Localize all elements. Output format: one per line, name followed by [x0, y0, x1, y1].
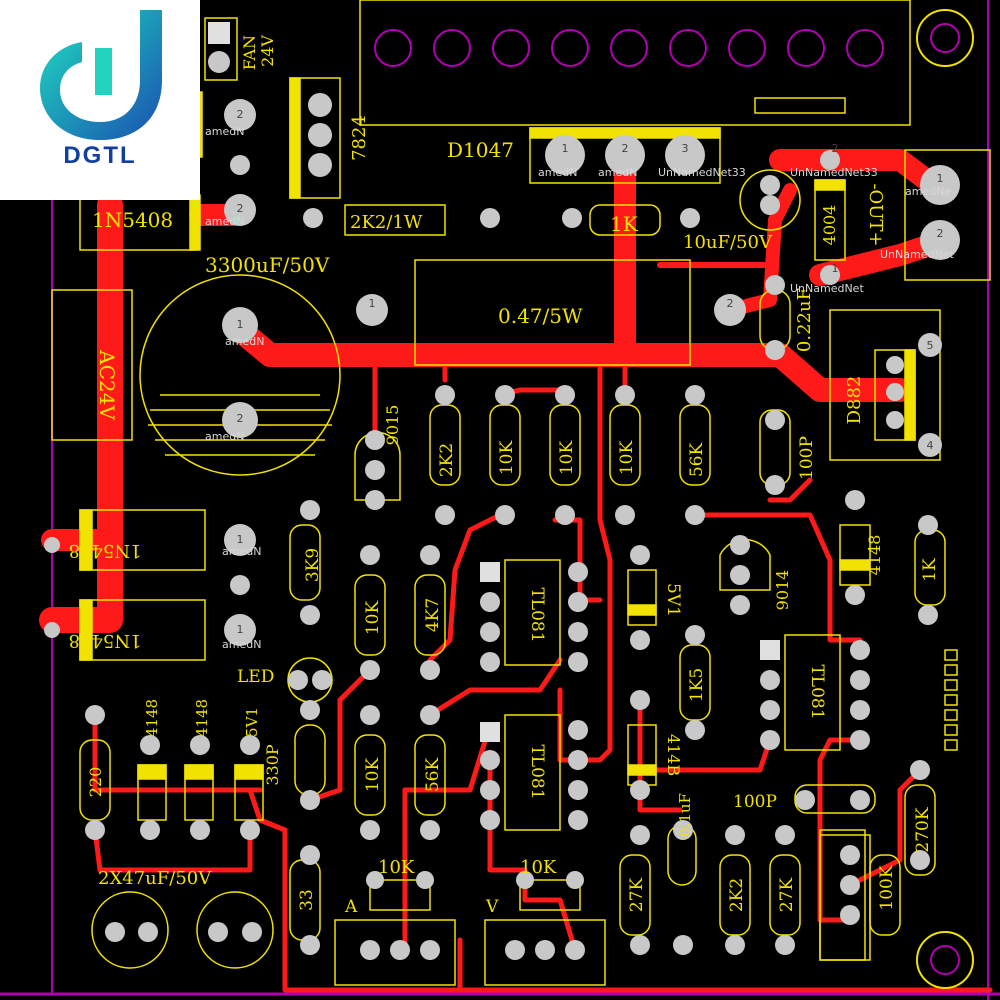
- svg-text:2: 2: [237, 412, 244, 425]
- label-1n5408-a: 1N5408: [68, 540, 141, 561]
- svg-text:2: 2: [832, 142, 839, 155]
- label-d882: D882: [844, 376, 865, 425]
- label-1k5: 1K5: [687, 668, 707, 702]
- svg-text:1: 1: [237, 623, 244, 636]
- svg-text:2: 2: [622, 142, 629, 155]
- svg-text:amedN: amedN: [225, 335, 264, 348]
- label-shunt: 0.47/5W: [498, 304, 583, 328]
- label-10k-d: 10K: [363, 601, 383, 636]
- pads: [44, 22, 960, 960]
- label-2k2-1w: 2K2/1W: [350, 212, 423, 233]
- label-9014: 9014: [773, 570, 792, 611]
- label-4k7: 4K7: [423, 598, 443, 632]
- label-27k-a: 27K: [627, 878, 647, 913]
- svg-text:UnNamedNet: UnNamedNet: [790, 282, 864, 295]
- label-5v1-b: 5V1: [243, 707, 261, 737]
- label-7824: 7824: [349, 115, 370, 161]
- label-conn-v: V: [485, 897, 499, 917]
- label-2k2-b: 2K2: [727, 878, 747, 912]
- label-5v1-a: 5V1: [663, 583, 683, 617]
- label-2x47uf: 2X47uF/50V: [98, 868, 212, 889]
- logo-text: DGTL: [63, 142, 137, 169]
- label-pot-v: 10K: [520, 857, 557, 878]
- label-10uf: 10uF/50V: [683, 232, 773, 253]
- label-4148-c: 4148: [193, 699, 211, 737]
- svg-text:amedN: amedN: [538, 166, 577, 179]
- label-tl081-c: TL081: [527, 744, 547, 799]
- label-27k-b: 27K: [777, 878, 797, 913]
- svg-text:amedN: amedN: [205, 430, 244, 443]
- svg-text:amedN: amedN: [598, 166, 637, 179]
- label-2k2-a: 2K2: [437, 443, 457, 477]
- pad-numbers: 1 2 3 2 2 1 2 1 1 1 2 1 2 5 4 2 1: [237, 108, 944, 636]
- silkscreen-outlines: [51, 0, 991, 986]
- label-tl081-a: TL081: [527, 587, 547, 642]
- svg-text:amedN: amedN: [222, 545, 261, 558]
- label-4148-b: 4148: [143, 699, 161, 737]
- label-022uf: 0.22uF: [794, 288, 815, 352]
- svg-text:2: 2: [937, 227, 944, 240]
- svg-text:amedN: amedN: [205, 215, 244, 228]
- silkscreen-labels: FAN24V 7824 D1047 1N5408 2K2/1W 1K 10uF/…: [68, 35, 940, 917]
- svg-text:UnNamedNet33: UnNamedNet33: [658, 166, 746, 179]
- mounting-holes: [916, 9, 974, 989]
- svg-text:3: 3: [682, 142, 689, 155]
- svg-text:2: 2: [727, 297, 734, 310]
- label-56k-a: 56K: [687, 443, 707, 478]
- label-270k: 270K: [913, 807, 933, 852]
- net-labels: amedN amedN UnNamedNet33 UnNamedNet33 am…: [205, 125, 954, 651]
- svg-text:amedN: amedN: [205, 125, 244, 138]
- label-56k-b: 56K: [423, 758, 443, 793]
- label-fan: FAN24V: [240, 35, 277, 71]
- label-100k: 100K: [877, 865, 897, 910]
- label-330p: 330P: [263, 744, 282, 786]
- label-tl081-b: TL081: [807, 664, 827, 719]
- svg-text:1: 1: [562, 142, 569, 155]
- label-10k-e: 10K: [363, 758, 383, 793]
- label-9015: 9015: [383, 405, 402, 446]
- svg-text:2: 2: [237, 108, 244, 121]
- label-3300uf: 3300uF/50V: [205, 253, 330, 277]
- dgtl-logo: DGTL: [0, 0, 200, 200]
- svg-text:1: 1: [369, 297, 376, 310]
- label-ac24v: AC24V: [95, 349, 119, 420]
- svg-text:1: 1: [237, 318, 244, 331]
- label-1k-b: 1K: [920, 558, 940, 582]
- label-d1047: D1047: [447, 138, 514, 162]
- label-220: 220: [86, 767, 105, 798]
- logo-mark-icon: [40, 10, 162, 140]
- label-3k9: 3K9: [303, 548, 323, 582]
- svg-text:1: 1: [237, 533, 244, 546]
- label-1n5408-top: 1N5408: [92, 208, 173, 232]
- label-414b: 414B: [664, 734, 683, 776]
- label-100p-a: 100P: [797, 436, 817, 480]
- svg-text:amedNe: amedNe: [905, 185, 951, 198]
- label-1n5408-b: 1N5408: [68, 630, 141, 651]
- label-pot-a: 10K: [378, 857, 415, 878]
- label-100p-b: 100P: [733, 792, 777, 812]
- label-4004: 4004: [820, 205, 839, 246]
- svg-text:amedN: amedN: [222, 638, 261, 651]
- svg-text:2: 2: [237, 202, 244, 215]
- label-4148-a: 4148: [865, 535, 884, 576]
- label-out: -OUT+: [865, 183, 886, 246]
- svg-text:5: 5: [927, 339, 934, 352]
- label-10k-b: 10K: [557, 441, 577, 476]
- svg-text:UnNamedNet: UnNamedNet: [880, 248, 954, 261]
- label-33: 33: [297, 889, 317, 911]
- label-10k-a: 10K: [497, 441, 517, 476]
- label-conn-a: A: [344, 897, 358, 917]
- keepout-holes: [374, 23, 960, 975]
- svg-text:UnNamedNet33: UnNamedNet33: [790, 166, 878, 179]
- svg-text:1: 1: [937, 172, 944, 185]
- svg-text:4: 4: [927, 439, 934, 452]
- label-led: LED: [237, 667, 274, 687]
- label-1k-top: 1K: [610, 212, 639, 236]
- svg-text:1: 1: [832, 262, 839, 275]
- label-01uf: 0.1uF: [676, 793, 694, 837]
- label-10k-c: 10K: [617, 441, 637, 476]
